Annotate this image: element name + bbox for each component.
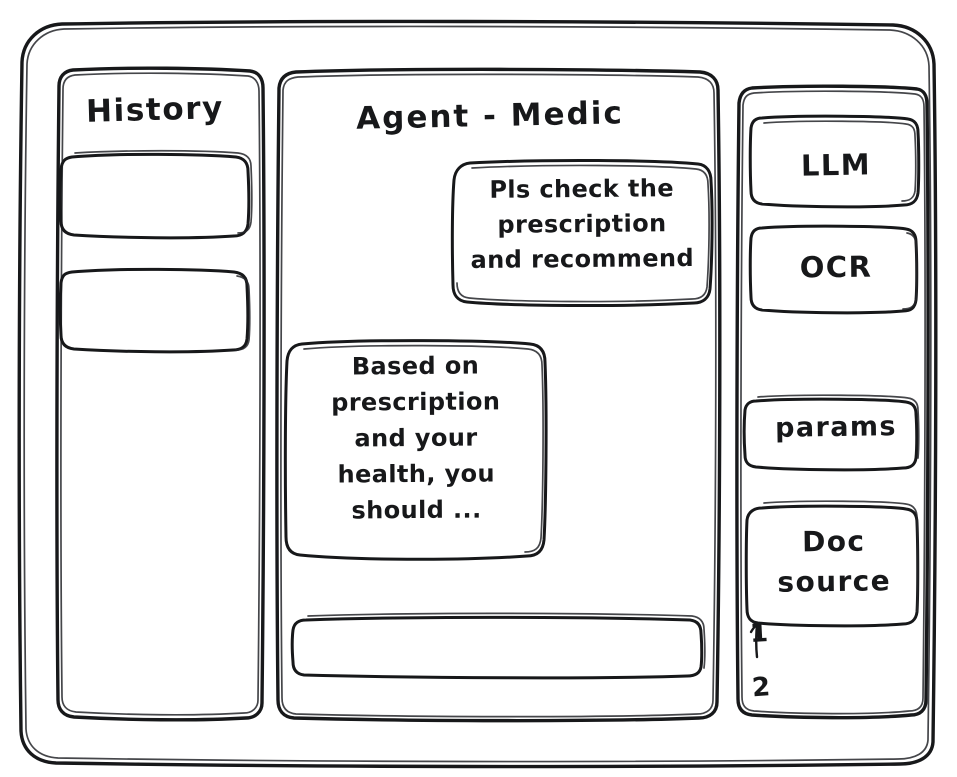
tool-doc-source[interactable] [746, 504, 920, 626]
tool-llm[interactable] [750, 116, 920, 208]
message-composer-input[interactable] [293, 616, 705, 678]
doc-source-item-1[interactable]: 1 [749, 618, 770, 650]
doc-source-item-2[interactable]: 2 [750, 672, 772, 704]
user-message-bubble[interactable] [453, 162, 711, 306]
history-item-1[interactable] [60, 152, 250, 238]
tool-params[interactable] [744, 398, 920, 470]
assistant-message-bubble[interactable] [286, 336, 546, 560]
tool-ocr[interactable] [750, 226, 918, 314]
history-item-2[interactable] [60, 268, 248, 352]
